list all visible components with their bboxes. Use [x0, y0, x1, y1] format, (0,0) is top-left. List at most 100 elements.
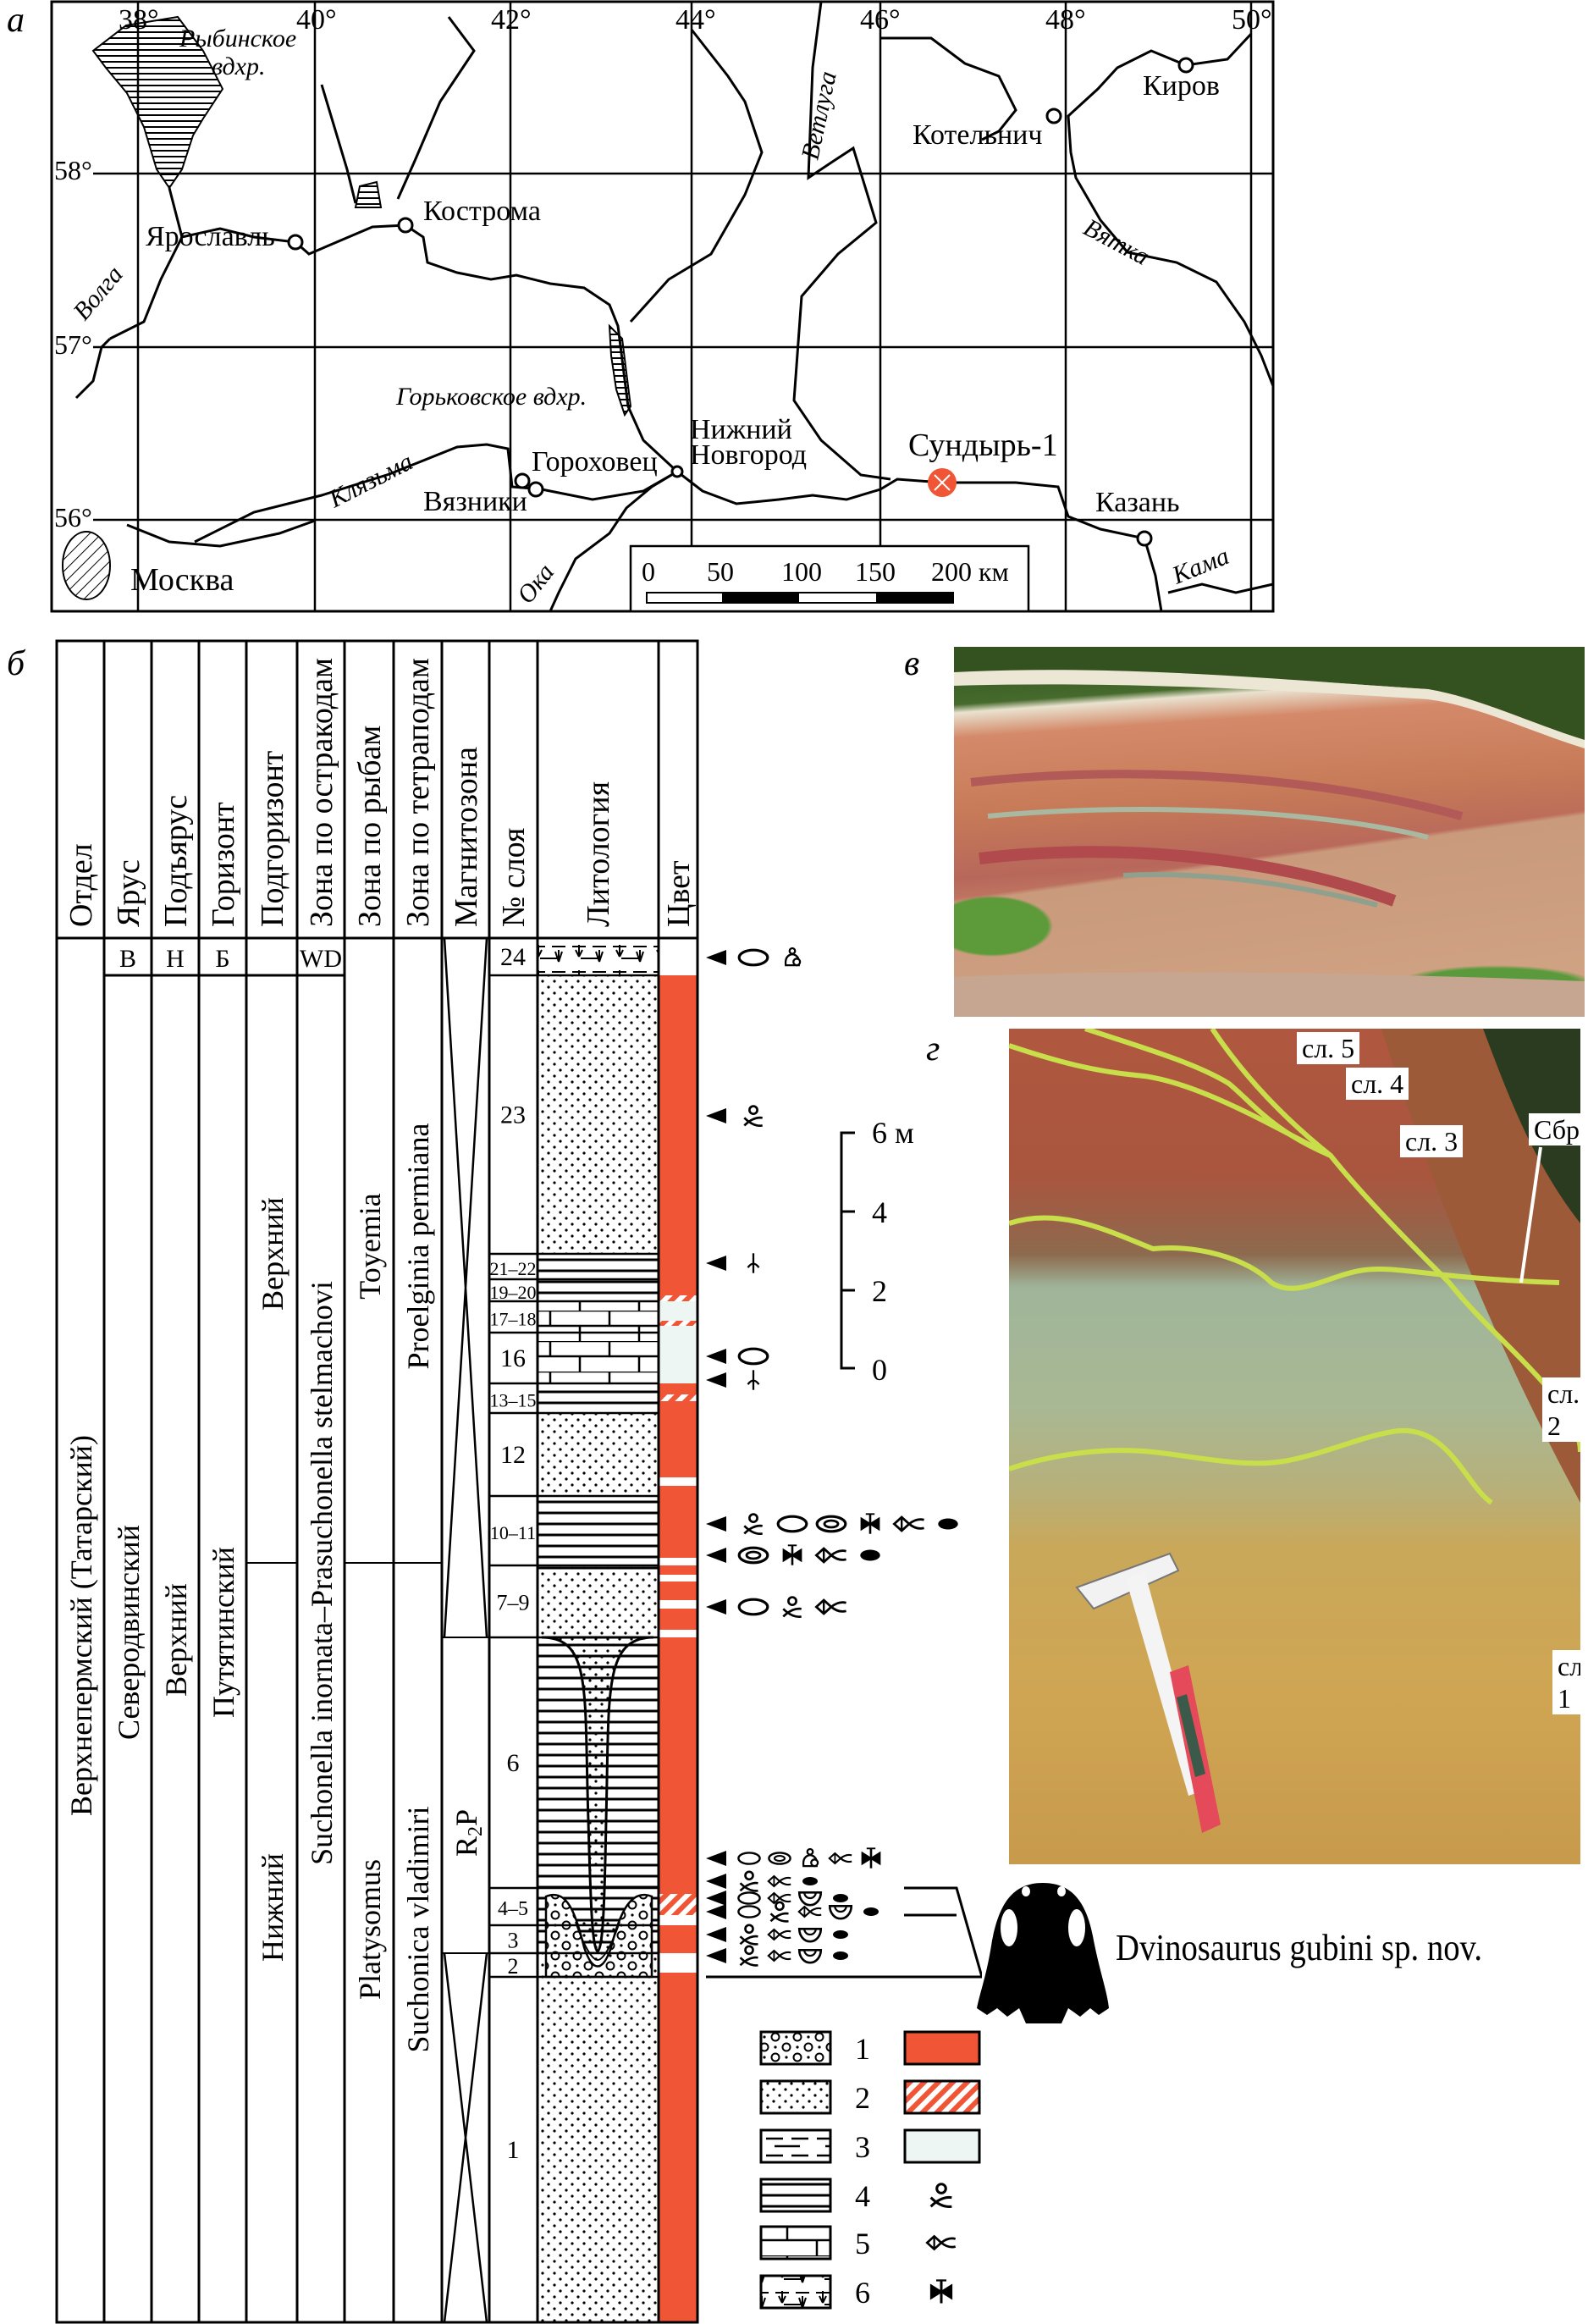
lithology-layer [538, 1977, 659, 2322]
city-label-kirov: Киров [1143, 70, 1220, 102]
legend-item: 10 [929, 2183, 954, 2208]
lithology-layer [538, 938, 659, 975]
panel-label-v: в [904, 644, 920, 683]
podgorizont-upper: Верхний [256, 1197, 289, 1311]
magnetozone-value: R2P [449, 1809, 487, 1857]
city-label-kotelnich: Котельнич [913, 119, 1042, 151]
city-label-nizhny-2: Новгород [690, 439, 807, 471]
fossil-symbol-10-icon [739, 1945, 759, 1967]
fossil-symbol-18-icon [863, 1907, 879, 1916]
fossil-row [706, 1544, 880, 1566]
color-band [659, 1558, 697, 1565]
column-header: Горизонт [206, 802, 241, 927]
legend-number: 5 [855, 2227, 870, 2261]
column-header: Зона по рыбам [352, 726, 388, 927]
site-marker [928, 468, 957, 497]
color-band [659, 938, 697, 975]
color-band [659, 1915, 697, 1925]
occurrence-arrow-icon [706, 1891, 726, 1906]
fossil-symbol-10-icon [781, 1596, 803, 1618]
fossil-symbol-13-icon [748, 1253, 759, 1272]
scale-label: 0 [872, 1353, 887, 1387]
lon-label: 50° [1232, 4, 1272, 36]
map-scale-bar: 0 50 100 150 200 км [629, 544, 1030, 613]
layer-number: 1 [507, 2136, 520, 2164]
fossil-symbol-18-icon [833, 1930, 848, 1939]
fossil-symbol-14-icon [797, 1891, 823, 1907]
legend-swatch [903, 2128, 981, 2164]
fossil-symbol-10-icon [739, 1924, 759, 1946]
water-label-rybinsk-2: вдхр. [212, 52, 265, 80]
city-label-gorokhovets: Гороховец [532, 446, 658, 477]
outcrop-photo-detail: сл. 5 сл. 4 сл. 3 Сброс сл. 2 сл. 1 [1009, 1029, 1580, 1864]
legend-swatch [759, 2079, 832, 2115]
fossil-symbol-11-icon [814, 1598, 848, 1615]
legend-item: 9 [903, 2128, 981, 2164]
fossil-symbol-18-icon [833, 1951, 848, 1960]
color-band [659, 1486, 697, 1558]
fault-pointer [1519, 1146, 1542, 1283]
panel-label-a: а [7, 1, 25, 40]
layer-number: 3 [508, 1929, 519, 1953]
fossil-row [706, 1513, 958, 1535]
legend-item: 12 [929, 2279, 953, 2305]
holotype-bracket [706, 1886, 982, 1979]
occurrence-arrow-icon [706, 1516, 726, 1532]
fossil-symbol-18-icon [938, 1518, 958, 1530]
color-band [659, 1894, 697, 1915]
photo-label-fault: Сброс [1529, 1113, 1580, 1145]
fossil-symbol-18-icon [802, 1877, 818, 1885]
legend-item: 1 [759, 2030, 870, 2066]
photo-label-layer-1: сл. 1 [1552, 1650, 1580, 1714]
scale-tick: 150 [855, 556, 896, 587]
legend-symbol-12-icon [929, 2279, 953, 2305]
tetrapod-zone-upper: Proelginia permiana [401, 1123, 435, 1370]
column-header: Подъярус [158, 795, 194, 927]
rivers [74, 1, 1275, 612]
legend-symbol-10-icon [929, 2183, 954, 2208]
column-header: Магнитозона [449, 747, 484, 927]
layer-number: 23 [500, 1101, 526, 1129]
legend-swatch [759, 2030, 832, 2066]
fossil-row [706, 1105, 764, 1127]
fossil-symbol-12-icon [859, 1513, 881, 1535]
legend-item: 11 [925, 2234, 957, 2251]
conglomerate-lens [544, 1893, 653, 1979]
horizont-value: Путятинский [207, 1547, 240, 1718]
fossil-symbol-16-icon [737, 1598, 769, 1616]
dvinosaurus-skull-silhouette [977, 1883, 1109, 2023]
fossil-symbol-18-icon [860, 1549, 880, 1561]
color-band [659, 975, 697, 1295]
color-band [659, 1600, 697, 1609]
city-label-yaroslavl: Ярославль [146, 221, 275, 252]
layer-number: 13–15 [490, 1390, 537, 1411]
city-markers [287, 57, 1194, 547]
ostracod-zone: Suchonella inornata–Prasuchonella stelma… [305, 1281, 339, 1865]
volga-river [168, 187, 1163, 612]
lithology-column [538, 938, 659, 2322]
thickness-scale: 6 м 4 2 0 [840, 1116, 914, 1387]
scale-label: 6 м [872, 1116, 914, 1150]
column-header: Ярус [111, 859, 146, 927]
photo-label-layer-2: сл. 2 [1542, 1377, 1580, 1442]
fossil-row [706, 1370, 759, 1389]
occurrence-arrow-icon [706, 1599, 726, 1615]
city-label-kazan: Казань [1095, 487, 1180, 518]
vyatka-river [1067, 32, 1275, 387]
water-label-gorky: Горьковское вдхр. [395, 383, 587, 411]
lon-label: 40° [296, 4, 337, 36]
fish-zone-upper: Toyemia [353, 1193, 387, 1299]
fossil-symbol-12-icon [861, 1847, 881, 1869]
klyazma-river [194, 443, 678, 544]
fossil-symbol-16-icon [776, 1515, 808, 1533]
legend-swatch [759, 2128, 832, 2164]
fossil-symbol-11-icon [767, 1928, 792, 1941]
color-band [659, 1321, 697, 1326]
fossil-symbol-16-icon [736, 1904, 762, 1919]
moskva-river [126, 519, 316, 548]
fossil-symbol-14-icon [797, 1948, 823, 1964]
lithology-layer [538, 975, 659, 1254]
fossil-row [706, 1924, 848, 1946]
legend-number: 4 [855, 2179, 870, 2213]
